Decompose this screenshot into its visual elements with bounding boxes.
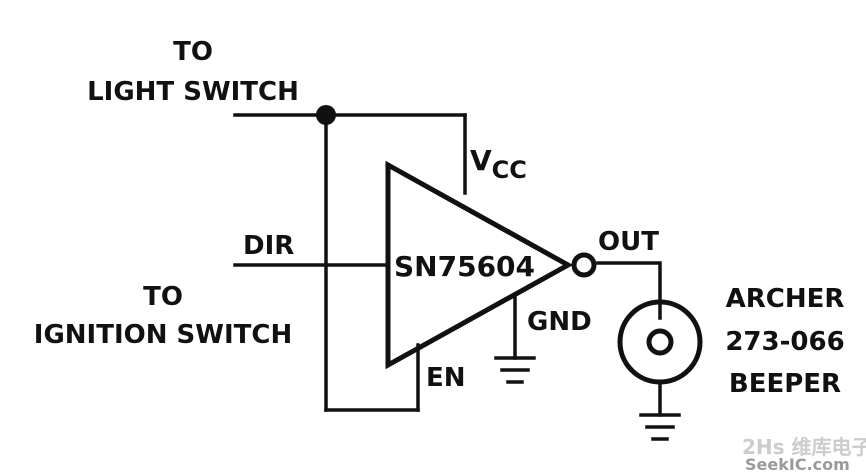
buffer-triangle xyxy=(385,160,574,370)
dir-label: DIR xyxy=(243,231,294,261)
watermark-logo: 2Hs 维库电子网 xyxy=(742,435,866,459)
vcc-label-sub: CC xyxy=(492,156,527,184)
chip-label: SN75604 xyxy=(394,250,535,283)
vcc-label-main: V xyxy=(470,144,492,177)
en-label: EN xyxy=(426,363,466,393)
out-label: OUT xyxy=(598,227,659,257)
beeper-model-label: 273-066 xyxy=(725,327,844,357)
ground-symbol-beeper xyxy=(639,413,681,441)
inverting-bubble xyxy=(571,252,597,278)
out-wire xyxy=(596,261,662,320)
ground-symbol-gnd xyxy=(494,356,536,384)
ignition-to-label: TO xyxy=(143,282,183,312)
light-switch-label: LIGHT SWITCH xyxy=(87,77,299,107)
ignition-switch-label: IGNITION SWITCH xyxy=(34,320,292,350)
junction-dot xyxy=(316,105,336,125)
light-switch-to-label: TO xyxy=(173,37,213,67)
beeper-symbol xyxy=(617,299,703,385)
watermark-text: SeekIC.com xyxy=(745,455,850,474)
gnd-label: GND xyxy=(527,307,592,337)
beeper-type-label: BEEPER xyxy=(729,369,841,399)
vcc-label: VCC xyxy=(470,144,527,184)
beeper-brand-label: ARCHER xyxy=(726,284,845,314)
